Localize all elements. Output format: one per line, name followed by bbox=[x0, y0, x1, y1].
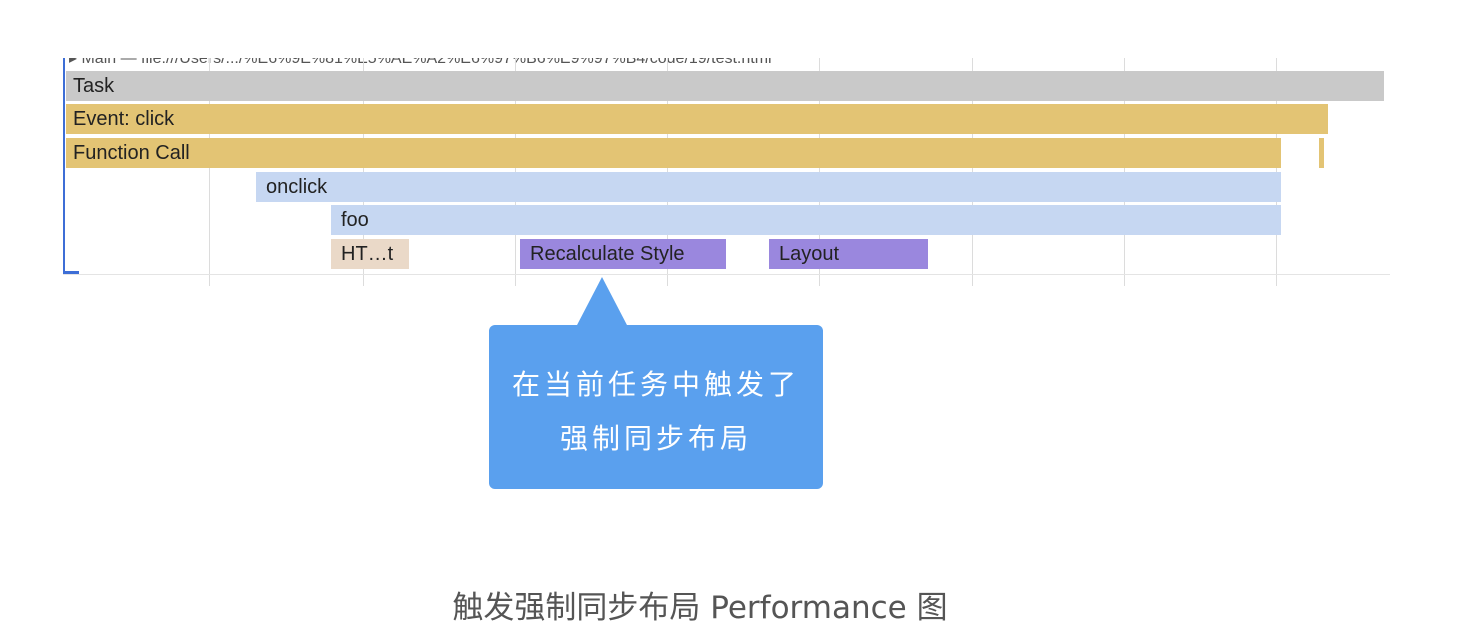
foo-bar[interactable]: foo bbox=[331, 205, 1281, 235]
recalculate-style-bar[interactable]: Recalculate Style bbox=[520, 239, 726, 269]
callout-line-1: 在当前任务中触发了 bbox=[511, 368, 800, 401]
figure-caption: 触发强制同步布局 Performance 图 bbox=[452, 590, 948, 626]
function-call-tail-mark[interactable] bbox=[1319, 138, 1324, 168]
task-bar[interactable]: Task bbox=[66, 71, 1384, 101]
main-thread-header[interactable]: ▸ Main — file:///Users/.../%E6%9E%81%E5%… bbox=[69, 58, 772, 67]
onclick-bar[interactable]: onclick bbox=[256, 172, 1281, 202]
performance-flame-chart: ▸ Main — file:///Users/.../%E6%9E%81%E5%… bbox=[63, 58, 1390, 286]
grid-line bbox=[209, 58, 210, 286]
layout-bar[interactable]: Layout bbox=[769, 239, 928, 269]
track-baseline bbox=[63, 274, 1390, 275]
function-call-bar[interactable]: Function Call bbox=[66, 138, 1281, 168]
html-bar[interactable]: HT…t bbox=[331, 239, 409, 269]
callout-line-2: 强制同步布局 bbox=[559, 422, 752, 455]
track-selection-marker bbox=[63, 58, 65, 274]
track-selection-corner bbox=[63, 271, 79, 274]
callout-pointer bbox=[576, 277, 628, 327]
callout-box: 在当前任务中触发了 强制同步布局 bbox=[489, 325, 823, 489]
event-click-bar[interactable]: Event: click bbox=[66, 104, 1328, 134]
